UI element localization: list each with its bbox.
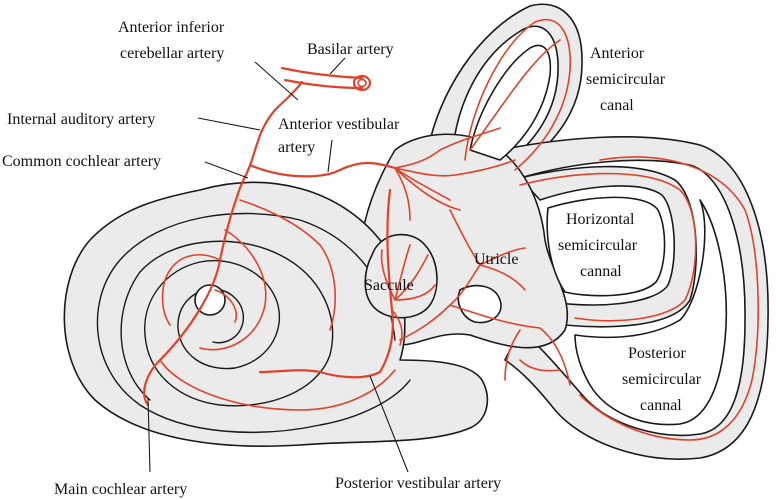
- leader-common-cochlear: [204, 161, 249, 179]
- label-main-cochlear: Main cochlear artery: [54, 481, 187, 498]
- label-aica-line1: Anterior inferior: [118, 19, 225, 36]
- label-anterior-canal-line1: Anterior: [590, 45, 645, 62]
- leader-main-cochlear: [147, 397, 151, 473]
- basilar-artery-lumen: [357, 78, 367, 88]
- leader-basilar: [329, 57, 346, 75]
- labyrinth: [63, 3, 769, 460]
- label-anterior-canal-line2: semicircular: [586, 71, 666, 88]
- anterior-vestibular-branches: [394, 39, 561, 221]
- label-basilar: Basilar artery: [307, 41, 394, 58]
- arteries: [143, 18, 759, 441]
- cochlea-spiral-wall: [96, 212, 411, 434]
- cochlea-apex: [194, 284, 226, 316]
- horizontal-canal-lumen: [546, 196, 666, 297]
- label-posterior-canal-line2: semicircular: [622, 371, 702, 388]
- horizontal-canal-artery: [519, 172, 697, 322]
- saccular-branches: [380, 244, 436, 346]
- anterior-inferior-cerebellar-artery: [273, 80, 304, 112]
- leader-aica: [254, 61, 299, 101]
- label-aica-line2: cerebellar artery: [120, 45, 224, 62]
- label-horizontal-canal-line3: cannal: [580, 263, 622, 280]
- internal-auditory-artery: [238, 108, 277, 190]
- label-saccule: Saccule: [364, 277, 414, 294]
- basilar-artery-opening: [352, 74, 372, 92]
- labels: Anterior inferior cerebellar artery Basi…: [2, 19, 702, 498]
- posterior-semicircular-canal: [499, 136, 769, 460]
- anterior-vestibular-artery: [248, 161, 397, 178]
- leader-internal-auditory: [197, 117, 261, 131]
- label-horizontal-canal-line2: semicircular: [558, 237, 638, 254]
- leader-lines: [147, 57, 409, 473]
- label-posterior-vestibular: Posterior vestibular artery: [335, 475, 501, 492]
- leader-posterior-vestibular: [369, 375, 409, 473]
- label-internal-auditory: Internal auditory artery: [7, 111, 155, 128]
- utricular-branches: [399, 209, 571, 386]
- leader-anterior-vestibular: [327, 139, 333, 173]
- label-posterior-canal-line3: cannal: [640, 397, 682, 414]
- main-cochlear-artery: [159, 199, 396, 411]
- anterior-canal-artery: [464, 18, 571, 171]
- label-anterior-canal-line3: canal: [600, 97, 634, 114]
- label-common-cochlear: Common cochlear artery: [2, 153, 161, 170]
- label-horizontal-canal-line1: Horizontal: [566, 211, 635, 228]
- posterior-canal-artery: [579, 156, 759, 441]
- label-anterior-vestibular-line1: Anterior vestibular: [278, 116, 400, 133]
- common-cochlear-artery: [143, 186, 242, 407]
- posterior-canal-lumen: [574, 199, 728, 426]
- basilar-artery: [280, 66, 364, 90]
- posterior-vestibular-artery: [258, 188, 394, 379]
- label-utricle: Utricle: [474, 251, 518, 268]
- label-anterior-vestibular-line2: artery: [278, 139, 315, 156]
- label-posterior-canal-line1: Posterior: [628, 345, 686, 362]
